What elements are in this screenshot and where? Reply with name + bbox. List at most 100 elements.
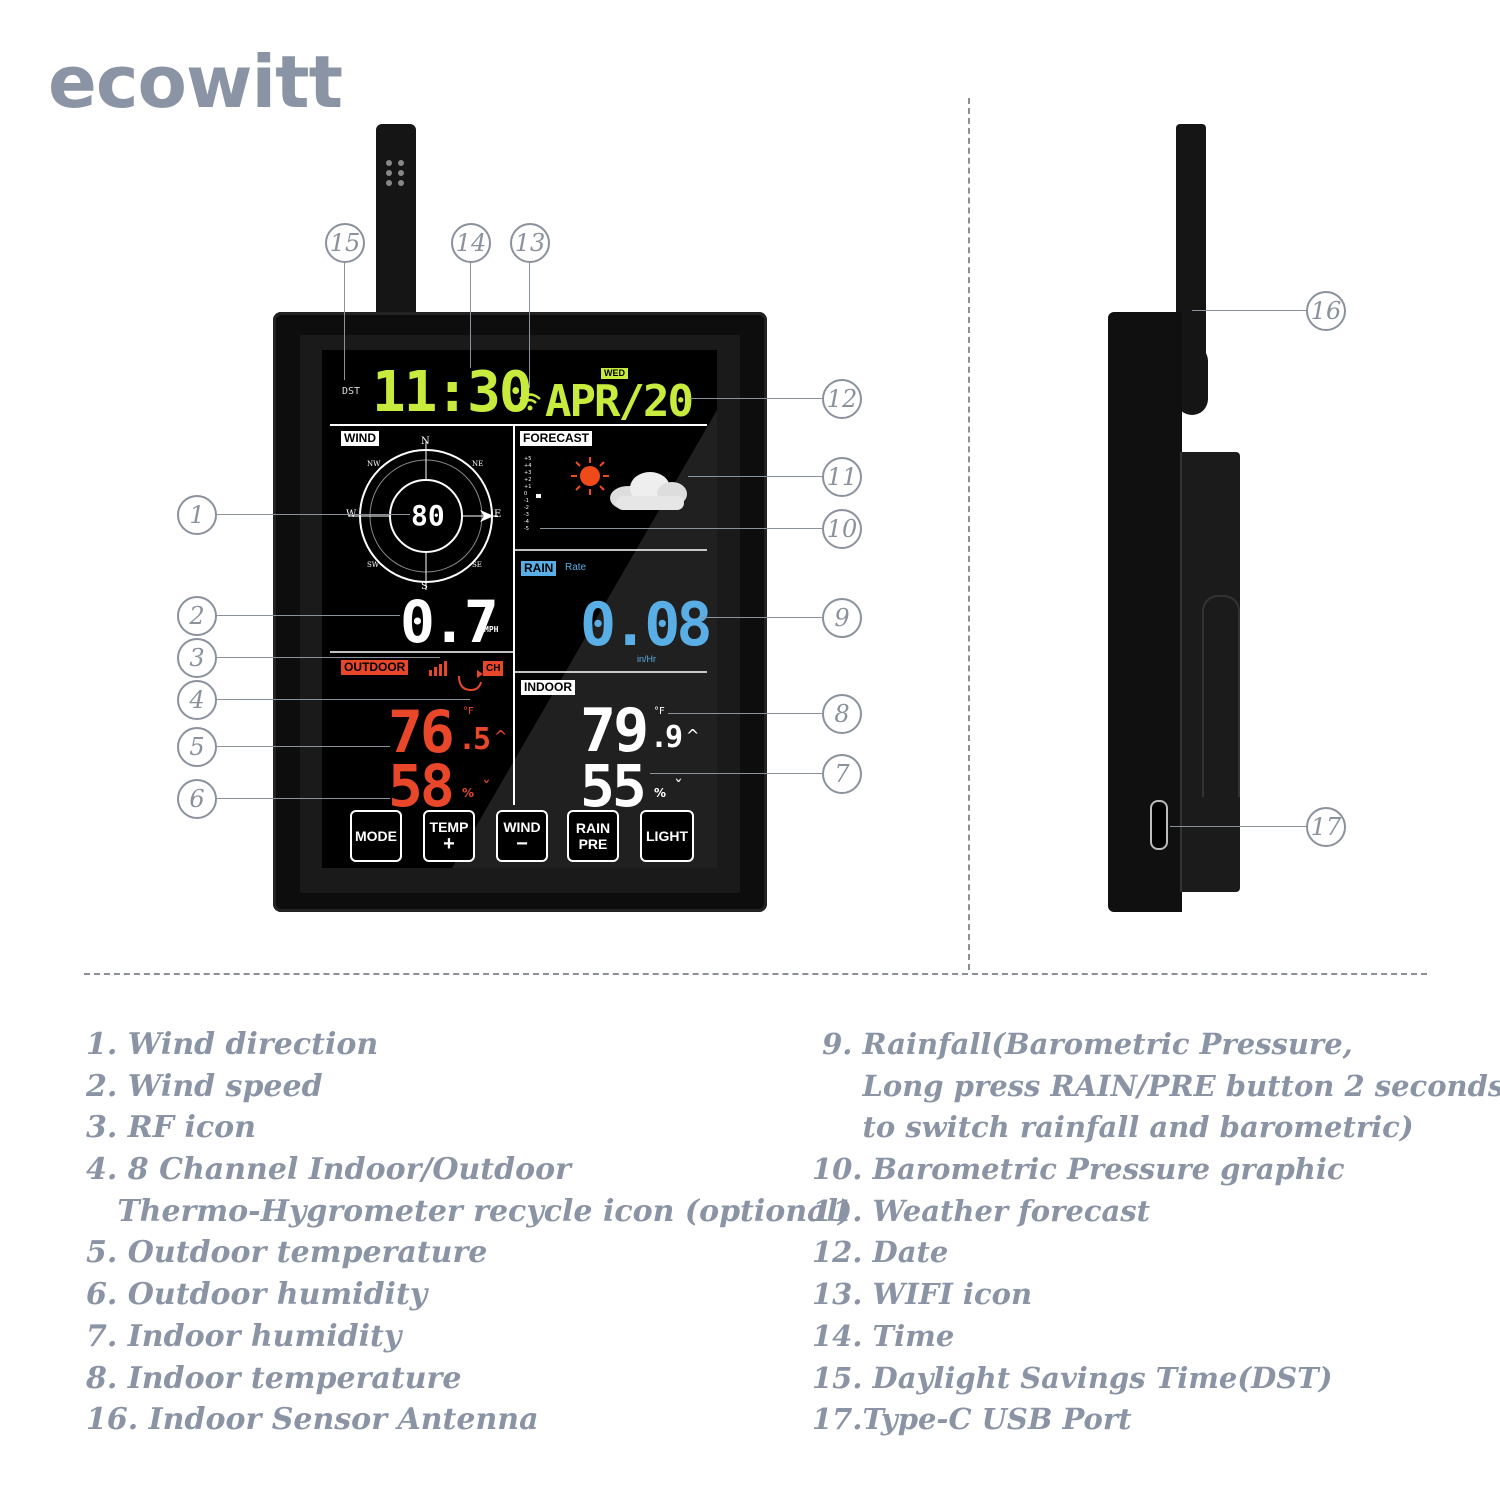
legend-item: 4. 8 Channel Indoor/Outdoor (86, 1152, 571, 1188)
compass-nw: NW (367, 460, 381, 468)
legend-item: 5. Outdoor temperature (86, 1235, 488, 1271)
outdoor-humidity-unit: % (462, 786, 475, 800)
legend-item: 8. Indoor temperature (86, 1360, 462, 1396)
antenna-vent-icon (386, 160, 404, 186)
legend-item: 6. Outdoor humidity (86, 1277, 428, 1313)
legend-right: 9. Rainfall(Barometric Pressure, Long pr… (812, 1024, 1500, 1441)
pressure-tick: 0 (524, 491, 528, 497)
pressure-tick: -5 (524, 526, 529, 532)
compass-e: E (494, 509, 502, 520)
brand-logo: ecowitt (48, 40, 343, 124)
legend-item: 7. Indoor humidity (86, 1318, 402, 1354)
legend-item: 3. RF icon (86, 1110, 256, 1146)
legend-item: 10. Barometric Pressure graphic (812, 1152, 1345, 1187)
callout-16: 16 (1306, 291, 1346, 331)
side-stand (1180, 452, 1240, 892)
outdoor-temp-decimal: .5 (458, 722, 491, 757)
side-device-body (1108, 312, 1182, 912)
rain-pre-button[interactable]: RAIN PRE (567, 810, 619, 862)
callout-11: 11 (822, 457, 862, 497)
callout-2: 2 (177, 596, 217, 636)
horizontal-divider (84, 973, 1427, 975)
wind-direction-value: 80 (411, 499, 445, 532)
compass-n: N (421, 436, 430, 447)
callout-17: 17 (1306, 807, 1346, 847)
indoor-humidity-value: 55 (580, 752, 647, 820)
leader-11 (688, 476, 822, 477)
wind-label: WIND (341, 431, 379, 446)
temp-button-label: TEMP (429, 819, 469, 835)
time-display: 11:30 (372, 360, 533, 425)
leader-9 (700, 617, 822, 618)
legend-item: Long press RAIN/PRE button 2 seconds (812, 1068, 1500, 1103)
leader-12 (690, 398, 822, 399)
vertical-divider (968, 98, 970, 970)
pressure-tick: +1 (524, 484, 532, 490)
rain-label: RAIN (521, 561, 557, 576)
pressure-tick: -3 (524, 512, 529, 518)
rain-value: 0.08 (580, 590, 712, 660)
legend-item: 11. Weather forecast (812, 1193, 1151, 1228)
leader-13 (529, 260, 530, 388)
legend-item: 15. Daylight Savings Time(DST) (812, 1360, 1333, 1395)
rain-rate-label: Rate (565, 562, 587, 573)
legend-item: 17.Type-C USB Port (812, 1402, 1132, 1437)
pressure-tick: -4 (524, 519, 529, 525)
leader-15 (344, 260, 345, 380)
callout-10: 10 (822, 509, 862, 549)
leader-7 (650, 773, 822, 774)
legend-item: 1. Wind direction (86, 1027, 379, 1062)
pressure-tick: +4 (524, 463, 532, 469)
legend-item: 2. Wind speed (86, 1068, 323, 1104)
pressure-scale: +5 +4 +3 +2 +1 0 -1 -2 -3 -4 -5 (524, 456, 540, 533)
wind-button-symbol: − (516, 833, 528, 855)
leader-10 (540, 528, 822, 529)
legend-item: 16. Indoor Sensor Antenna (86, 1402, 539, 1438)
leader-4 (215, 699, 470, 700)
wind-minus-button[interactable]: WIND − (496, 810, 548, 862)
light-button[interactable]: LIGHT (640, 810, 694, 862)
indoor-temp-decimal: .9 (650, 720, 683, 755)
indoor-humidity-unit: % (654, 786, 667, 800)
callout-15: 15 (325, 223, 365, 263)
front-antenna (376, 124, 416, 324)
wind-button-label: WIND (503, 819, 541, 835)
lcd-glare (330, 410, 717, 868)
rain-button-label: RAIN (575, 820, 611, 836)
light-button-label: LIGHT (646, 828, 688, 844)
callout-5: 5 (177, 727, 217, 767)
pressure-tick: -1 (524, 498, 529, 504)
channel-badge: CH (483, 661, 504, 676)
legend-item: 14. Time (812, 1318, 955, 1353)
callout-8: 8 (822, 694, 862, 734)
leader-14 (470, 260, 471, 368)
forecast-label: FORECAST (520, 431, 592, 446)
lcd-screen (322, 350, 717, 868)
leader-6 (215, 798, 390, 799)
usb-c-port-icon[interactable] (1150, 800, 1168, 850)
date-display: APR/20 (545, 376, 694, 427)
leader-5 (215, 746, 390, 747)
pre-button-label: PRE (578, 836, 608, 852)
weekday-badge: WED (601, 368, 628, 379)
pressure-tick: +2 (524, 477, 532, 483)
callout-14: 14 (451, 223, 491, 263)
leader-17 (1170, 826, 1306, 827)
callout-9: 9 (822, 598, 862, 638)
compass-sw: SW (367, 561, 379, 569)
temp-plus-button[interactable]: TEMP + (423, 810, 475, 862)
mode-button[interactable]: MODE (350, 810, 402, 862)
legend-item: 9. Rainfall(Barometric Pressure, (812, 1027, 1353, 1061)
sun-icon (569, 455, 611, 501)
compass-se: SE (472, 561, 482, 569)
outdoor-label: OUTDOOR (341, 660, 409, 675)
outdoor-humidity-value: 58 (388, 752, 455, 820)
rf-signal-icon (428, 660, 450, 680)
pressure-bar-marker (536, 494, 541, 498)
wind-speed-value: 0.7 (400, 588, 499, 656)
callout-4: 4 (177, 680, 217, 720)
mode-button-label: MODE (355, 828, 397, 844)
indoor-temp-unit: °F (654, 706, 665, 717)
pressure-tick: +5 (524, 456, 532, 462)
channel-recycle-icon (455, 660, 485, 700)
